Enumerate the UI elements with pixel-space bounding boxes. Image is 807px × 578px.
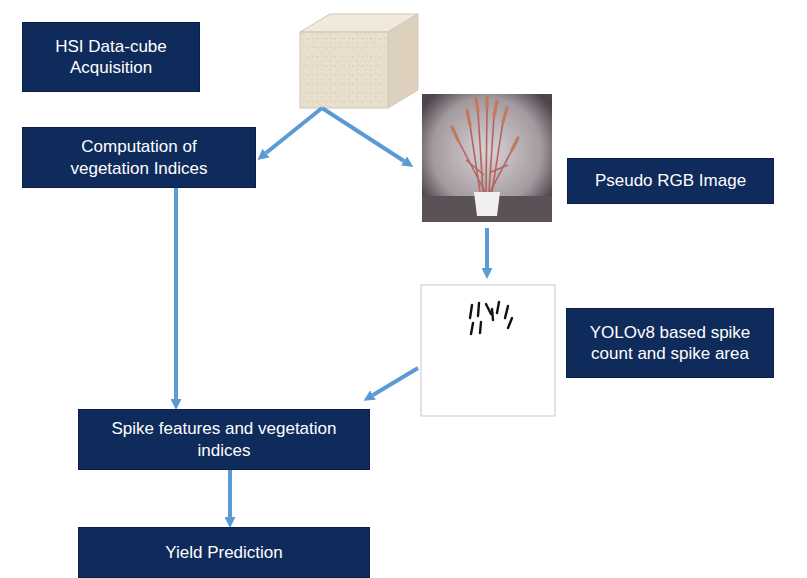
pseudo-rgb-photo — [422, 94, 552, 222]
box-label: Yield Prediction — [165, 542, 283, 563]
flow-arrow — [228, 470, 232, 517]
flow-arrow — [174, 188, 178, 399]
flow-arrow — [322, 108, 404, 161]
flow-arrow — [485, 228, 489, 268]
process-box: Computation of vegetation Indices — [22, 127, 256, 188]
box-label: Spike features and vegetation indices — [89, 418, 359, 461]
flow-arrow — [266, 108, 322, 153]
box-label: YOLOv8 based spike count and spike area — [577, 322, 763, 365]
box-label: Computation of vegetation Indices — [53, 136, 225, 179]
flow-arrow — [373, 368, 418, 395]
process-box: Pseudo RGB Image — [567, 158, 774, 204]
process-box: Spike features and vegetation indices — [78, 409, 370, 470]
hsi-cube — [300, 14, 418, 108]
box-label: Pseudo RGB Image — [595, 170, 746, 191]
spike-mask-image — [421, 285, 555, 416]
flow-arrows — [266, 108, 487, 395]
process-box: Yield Prediction — [78, 527, 370, 578]
process-box: HSI Data-cube Acquisition — [22, 22, 200, 92]
process-box: YOLOv8 based spike count and spike area — [566, 308, 774, 378]
box-label: HSI Data-cube Acquisition — [43, 36, 179, 79]
